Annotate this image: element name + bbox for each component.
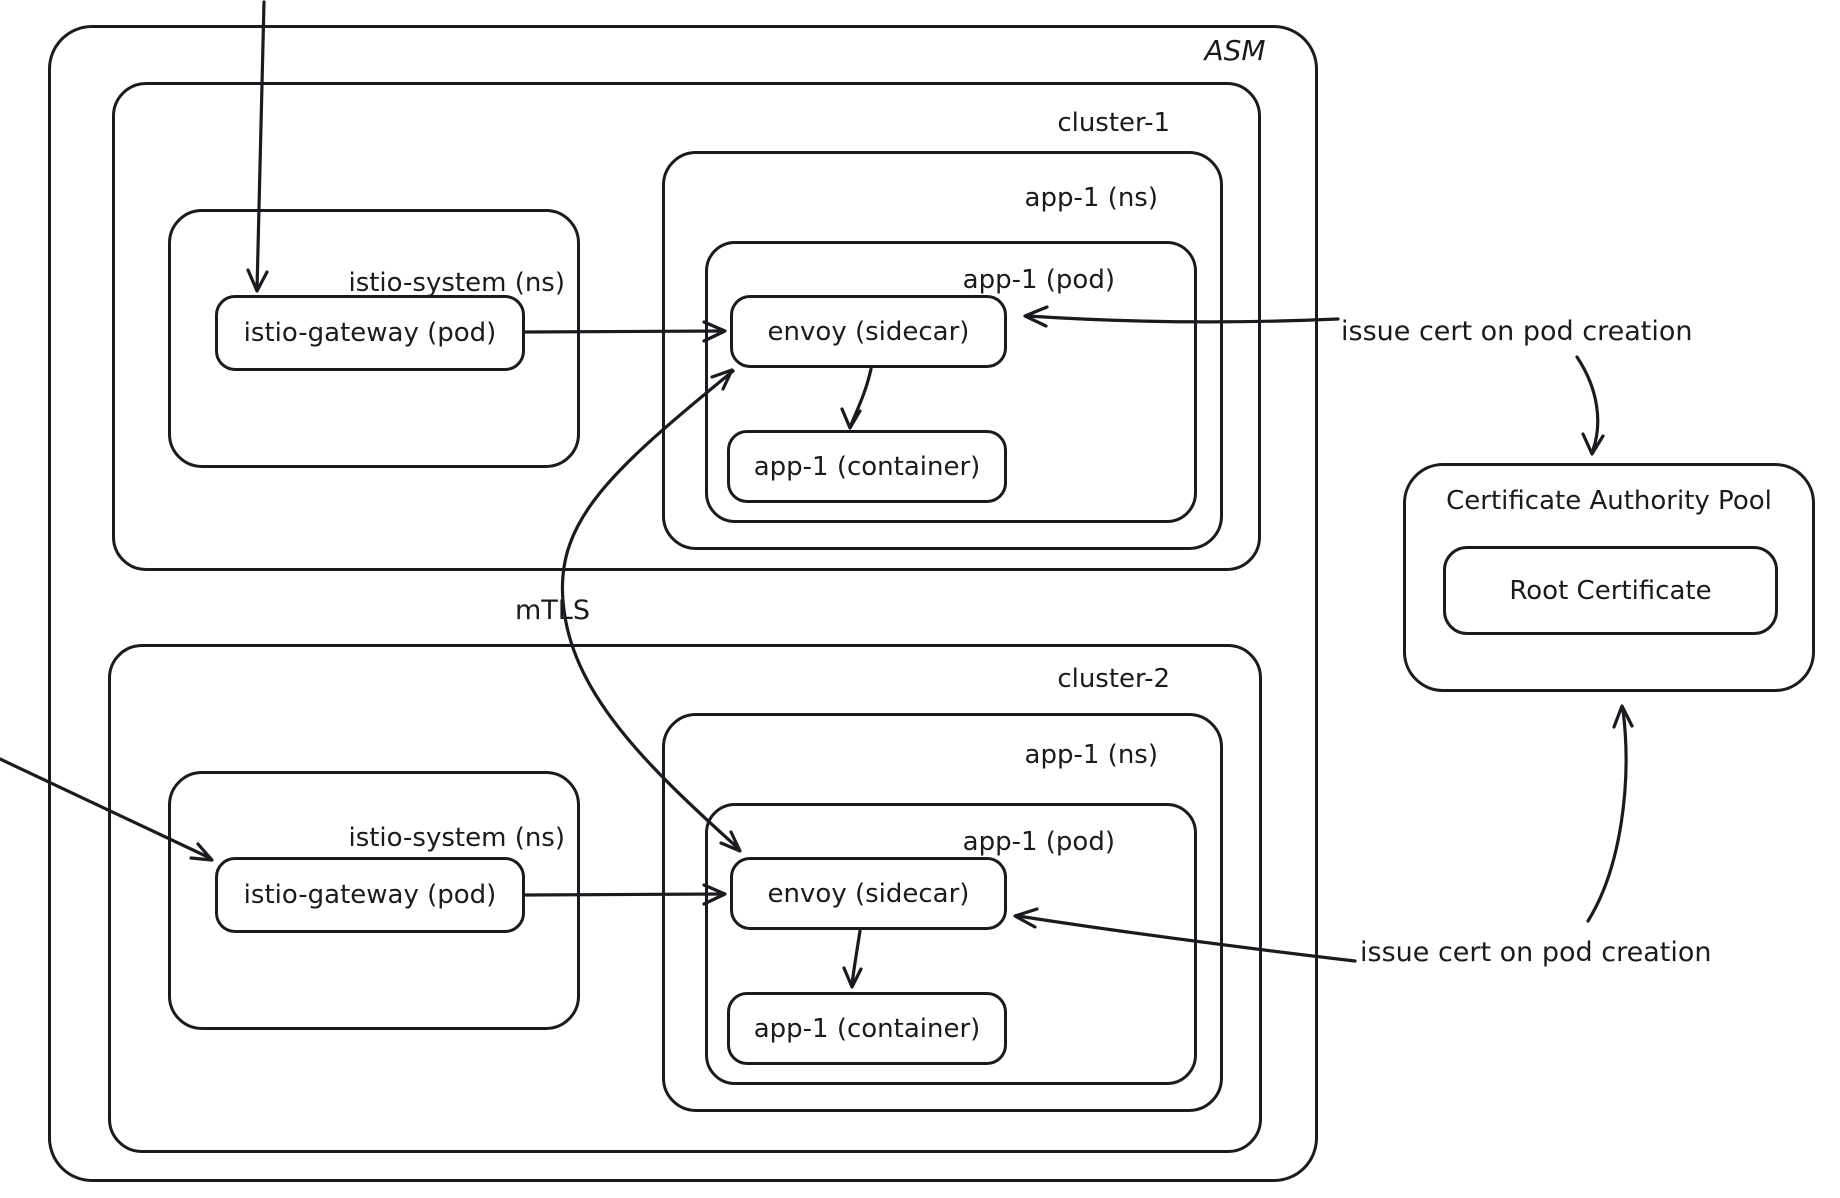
issue-cert-cluster-1-label: issue cert on pod creation [1341, 316, 1693, 347]
cluster-2-app-1-pod-label: app-1 (pod) [962, 827, 1115, 857]
cluster-2-envoy-sidecar-node: envoy (sidecar) [730, 857, 1007, 930]
cluster-1-istio-system-ns-label: istio-system (ns) [348, 268, 565, 298]
cluster-1-app-1-ns-label: app-1 (ns) [1024, 183, 1158, 213]
certificate-authority-pool-box [1403, 463, 1815, 692]
certificate-authority-pool-label: Certificate Authority Pool [1446, 486, 1772, 516]
cluster-2-app-1-ns-label: app-1 (ns) [1024, 740, 1158, 770]
cluster-1-istio-system-ns-box [168, 209, 580, 468]
asm-box [48, 25, 1318, 1182]
cluster-1-istio-gateway-pod-node: istio-gateway (pod) [215, 295, 525, 371]
cluster-2-app-1-ns-box [662, 713, 1223, 1112]
issue-cert-to-ca-arrow-bottom [1586, 704, 1634, 923]
cluster-1-app-1-container-node: app-1 (container) [727, 430, 1007, 503]
cluster-2-istio-gateway-pod-node: istio-gateway (pod) [215, 857, 525, 933]
cluster-1-envoy-sidecar-node: envoy (sidecar) [730, 295, 1007, 368]
cluster-1-app-1-pod-label: app-1 (pod) [962, 265, 1115, 295]
issue-cert-cluster-2-label: issue cert on pod creation [1360, 937, 1712, 968]
cluster-2-app-1-container-node: app-1 (container) [727, 992, 1007, 1065]
mtls-label: mTLS [515, 595, 590, 626]
cluster-1-app-1-ns-box [662, 151, 1223, 550]
cluster-2-istio-system-ns-label: istio-system (ns) [348, 823, 565, 853]
root-certificate-node: Root Certificate [1443, 546, 1778, 635]
cluster-2-label: cluster-2 [1057, 664, 1170, 694]
cluster-1-label: cluster-1 [1057, 108, 1170, 138]
issue-cert-to-ca-arrow-top [1575, 355, 1605, 456]
cluster-2-istio-system-ns-box [168, 771, 580, 1030]
asm-label: ASM [1204, 34, 1266, 67]
